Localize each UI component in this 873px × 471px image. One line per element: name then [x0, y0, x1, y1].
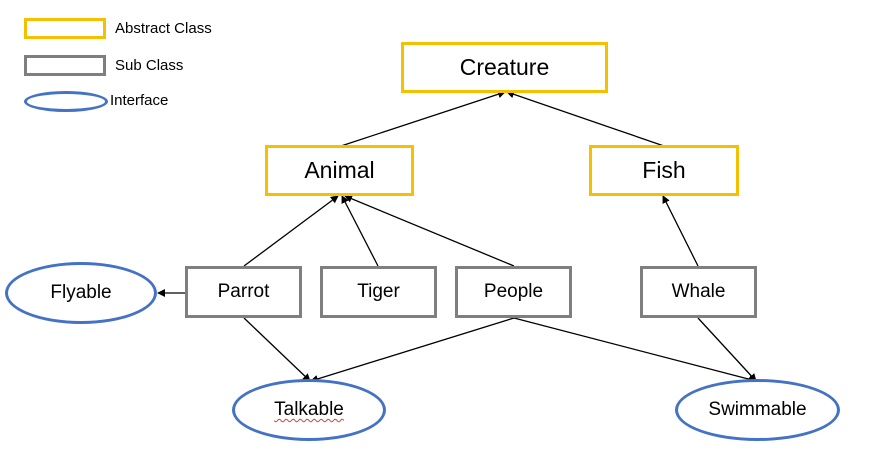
node-talkable-label: Talkable	[274, 399, 344, 420]
node-whale-label: Whale	[671, 281, 726, 302]
node-flyable: Flyable	[5, 262, 157, 324]
node-talkable: Talkable	[232, 379, 386, 441]
node-parrot-label: Parrot	[217, 281, 270, 302]
legend-interface-label: Interface	[110, 92, 169, 109]
legend-abstract-label: Abstract Class	[115, 20, 212, 37]
edge-tiger-to-animal	[341, 195, 379, 267]
node-animal-label: Animal	[304, 157, 375, 183]
edge-people-to-talkable	[310, 317, 515, 383]
edge-animal-to-creature	[340, 90, 506, 147]
node-people: People	[455, 266, 572, 318]
node-animal: Animal	[265, 145, 414, 196]
node-swimmable-label: Swimmable	[708, 399, 807, 420]
node-tiger: Tiger	[320, 266, 437, 318]
node-parrot: Parrot	[185, 266, 302, 318]
edge-people-to-swimmable	[513, 317, 757, 384]
node-fish-label: Fish	[642, 157, 686, 183]
legend-sub-label: Sub Class	[115, 57, 184, 74]
edge-whale-to-fish	[662, 195, 699, 267]
node-tiger-label: Tiger	[357, 281, 400, 302]
edge-fish-to-creature	[506, 90, 665, 147]
node-fish: Fish	[589, 145, 739, 196]
node-whale: Whale	[640, 266, 757, 318]
node-creature: Creature	[401, 42, 608, 93]
legend-sub-swatch	[24, 55, 106, 76]
legend-interface-swatch	[24, 91, 108, 112]
node-flyable-label: Flyable	[50, 282, 112, 303]
edge-people-to-animal	[344, 194, 515, 267]
legend-abstract-swatch	[24, 18, 106, 39]
node-creature-label: Creature	[459, 54, 550, 80]
node-people-label: People	[483, 281, 544, 302]
edge-parrot-to-animal	[243, 195, 339, 267]
edge-parrot-to-talkable	[243, 317, 311, 382]
node-swimmable: Swimmable	[675, 379, 840, 441]
edge-whale-to-swimmable	[697, 317, 757, 382]
